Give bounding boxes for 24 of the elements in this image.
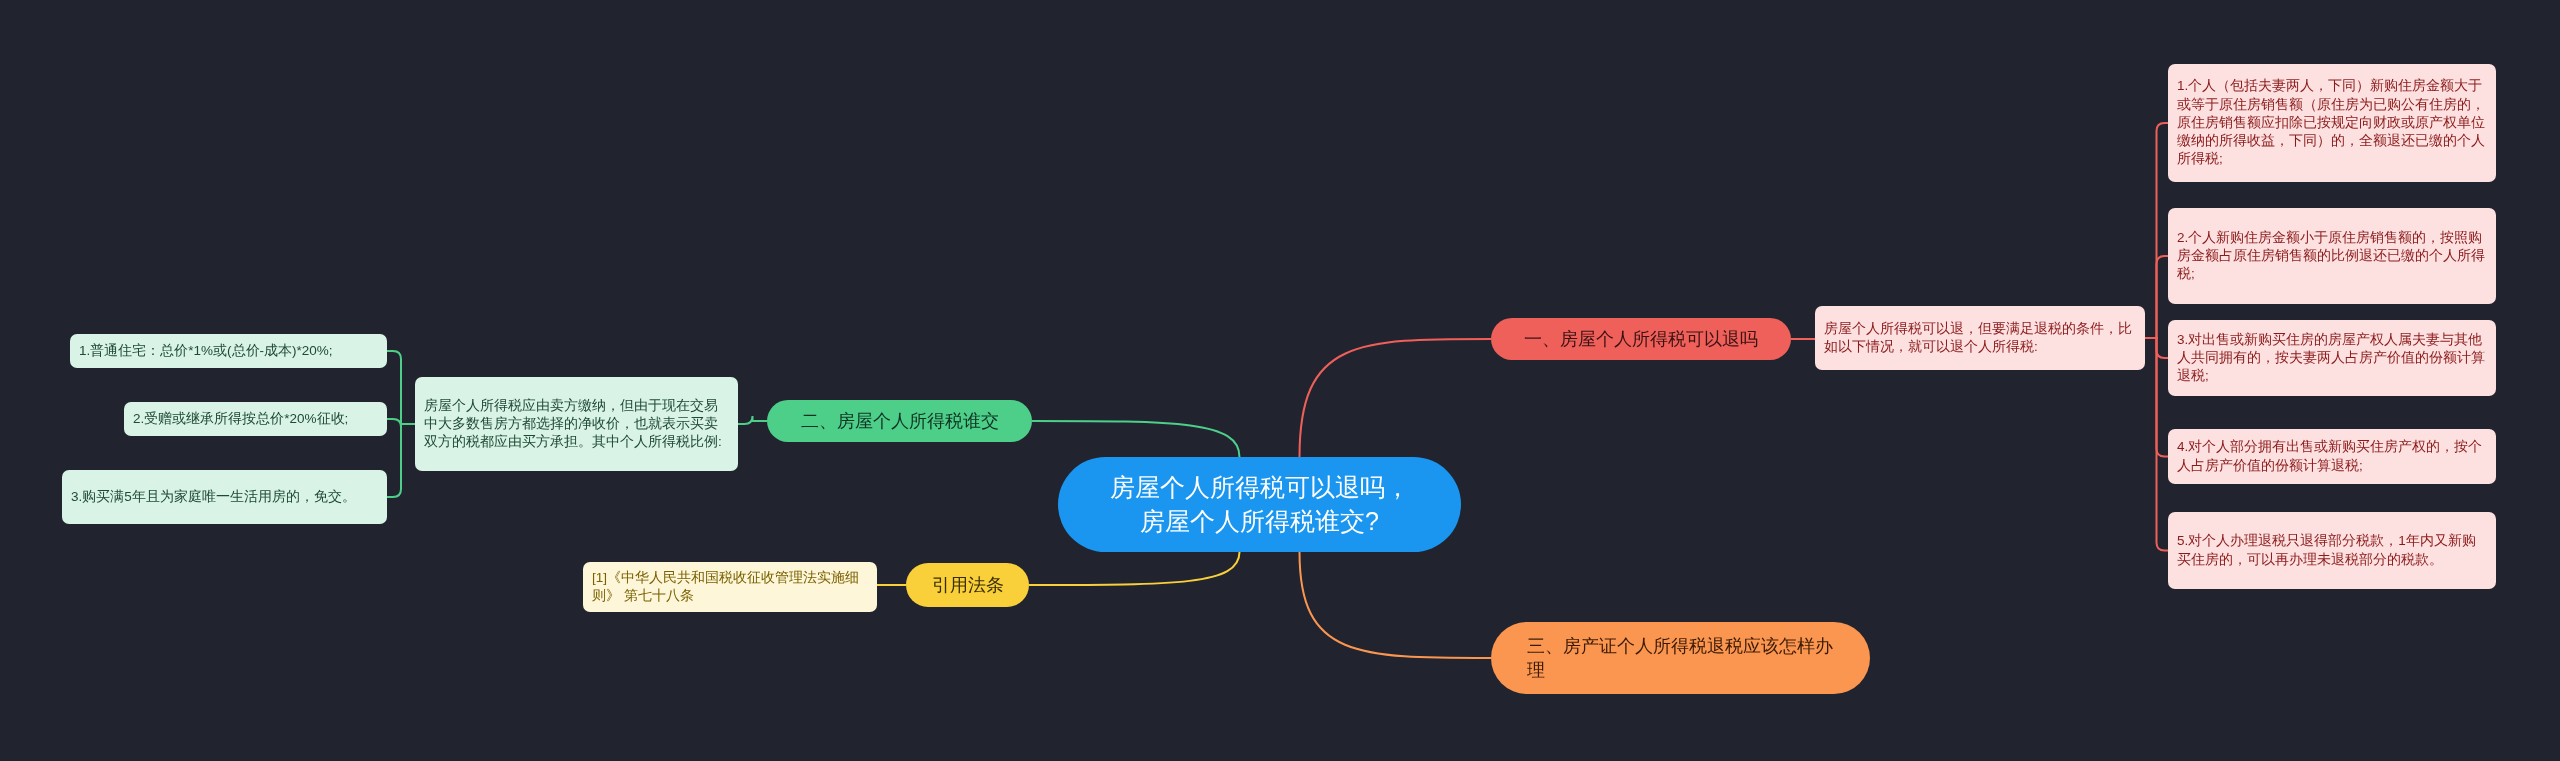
note-box: 2.受赠或继承所得按总价*20%征收;	[124, 402, 387, 436]
branch-topic: 引用法条	[906, 563, 1029, 607]
connector-line	[1298, 338, 1492, 458]
note-box: 房屋个人所得税应由卖方缴纳，但由于现在交易中大多数售房方都选择的净收价，也就表示买卖双方的税都应由买方承担。其中个人所得税比例:	[415, 377, 738, 471]
branch-topic: 三、房产证个人所得税退税应该怎样办理	[1491, 622, 1870, 694]
note-box: 5.对个人办理退税只退得部分税款，1年内又新购买住房的，可以再办理未退税部分的税款。	[2168, 512, 2496, 589]
note-box: [1]《中华人民共和国税收征收管理法实施细则》 第七十八条	[583, 562, 877, 612]
connector-line	[1031, 420, 1241, 458]
connector-line	[1028, 551, 1241, 586]
note-box: 房屋个人所得税可以退，但要满足退税的条件，比如以下情况，就可以退个人所得税:	[1815, 306, 2145, 370]
connector-line	[2144, 337, 2169, 552]
connector-line	[737, 415, 768, 425]
branch-topic: 一、房屋个人所得税可以退吗	[1491, 318, 1791, 360]
connector-line	[876, 584, 907, 586]
branch-topic: 二、房屋个人所得税谁交	[767, 400, 1032, 442]
note-box: 1.普通住宅：总价*1%或(总价-成本)*20%;	[70, 334, 387, 368]
note-box: 2.个人新购住房金额小于原住房销售额的，按照购房金额占原住房销售额的比例退还已缴的个人所得税;	[2168, 208, 2496, 304]
note-box: 1.个人（包括夫妻两人，下同）新购住房金额大于或等于原住房销售额（原住房为已购公有住房的，原住房销售额应扣除已按规定向财政或原产权单位缴纳的所得收益，下同）的，全额退还已缴的个人所得税;	[2168, 64, 2496, 182]
note-box: 4.对个人部分拥有出售或新购买住房产权的，按个人占房产价值的份额计算退税;	[2168, 429, 2496, 484]
note-box: 3.购买满5年且为家庭唯一生活用房的，免交。	[62, 470, 387, 524]
central-topic: 房屋个人所得税可以退吗，房屋个人所得税谁交?	[1058, 457, 1461, 552]
connector-line	[1790, 338, 1816, 340]
connector-line	[1298, 551, 1492, 659]
note-box: 3.对出售或新购买住房的房屋产权人属夫妻与其他人共同拥有的，按夫妻两人占房产价值的份额计算退税;	[2168, 320, 2496, 396]
